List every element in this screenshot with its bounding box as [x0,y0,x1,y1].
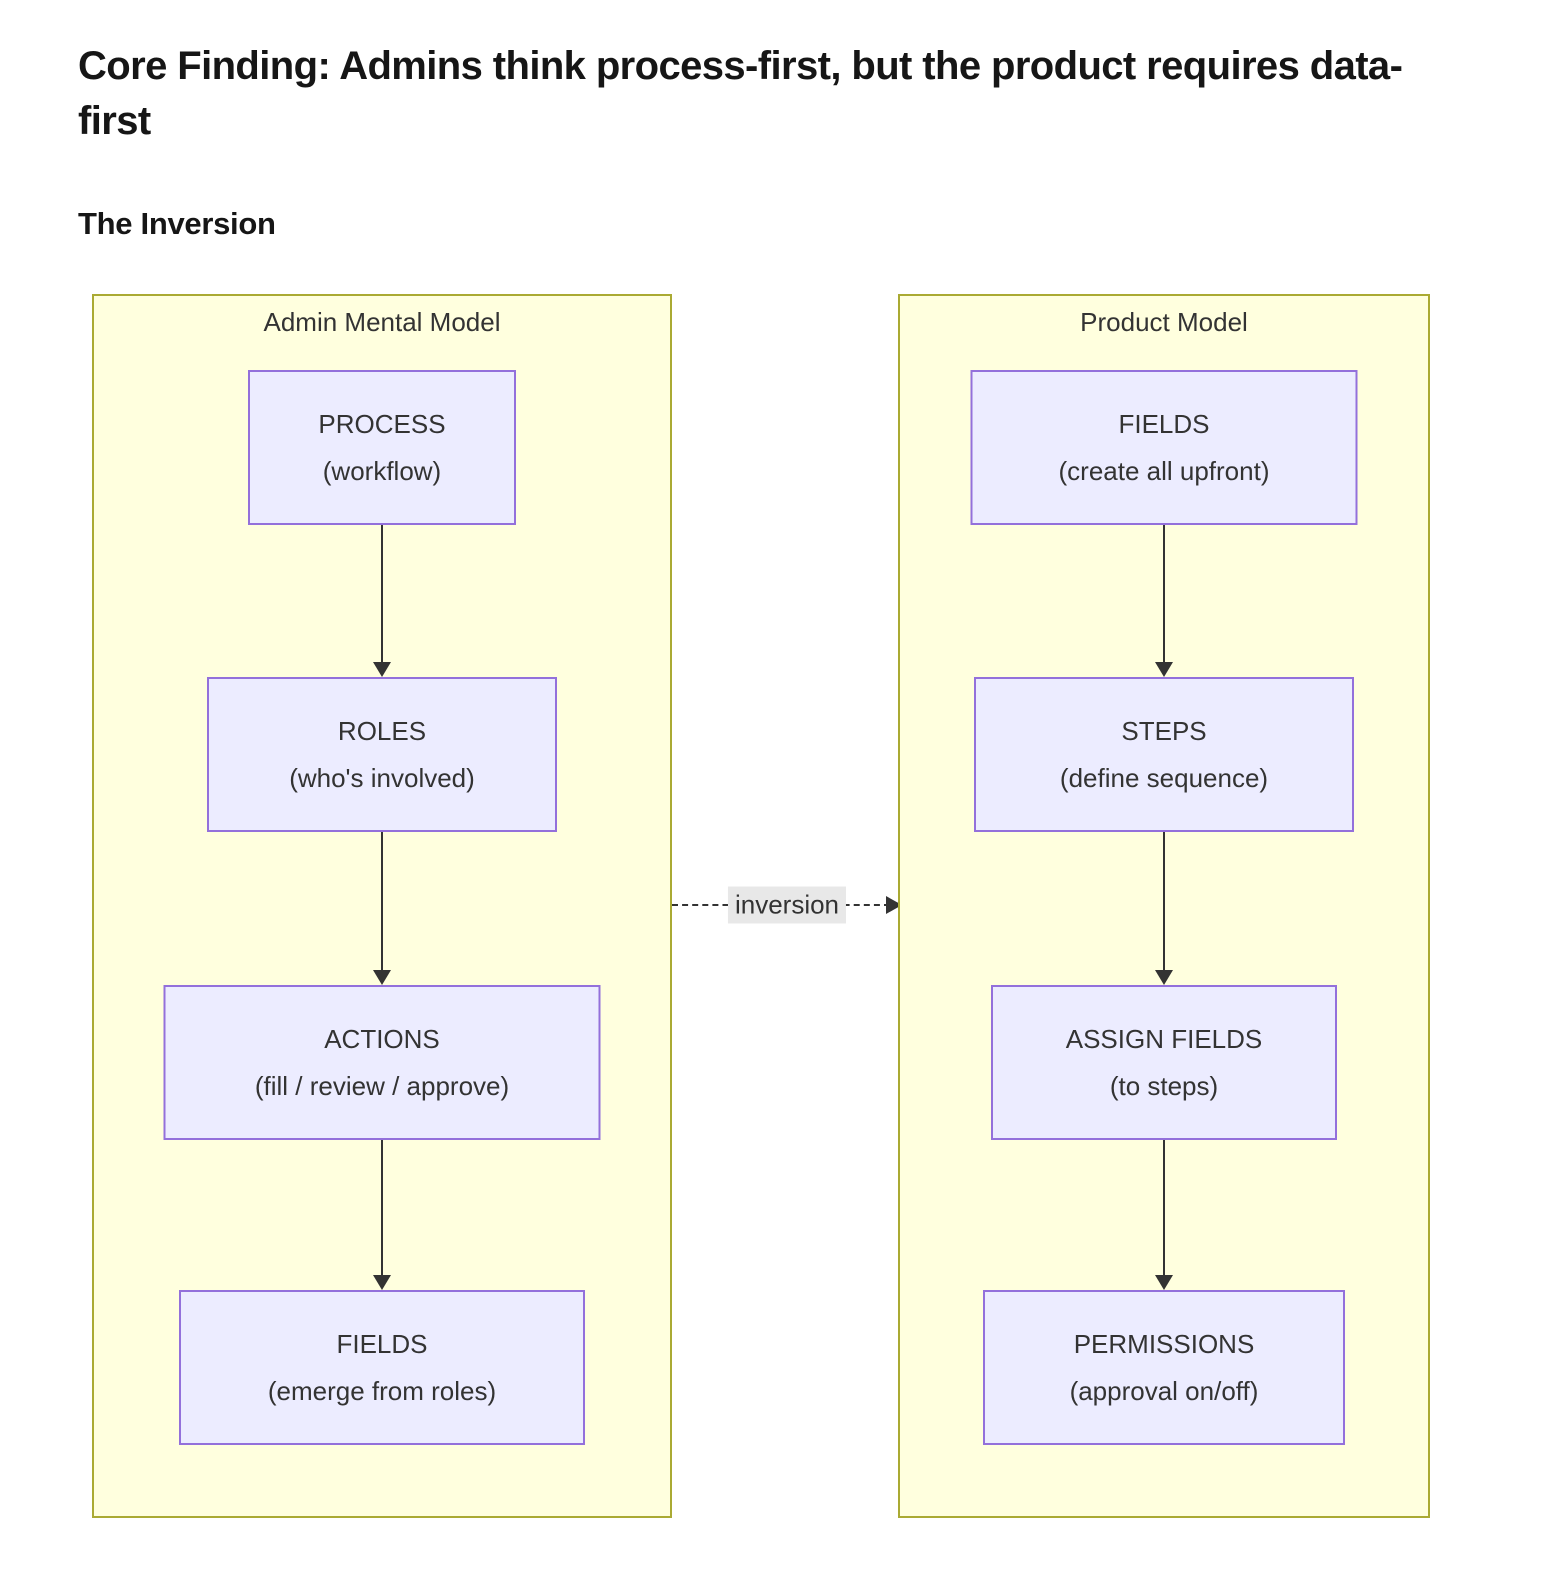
node-title: FIELDS [1118,408,1210,439]
arrow-shaft [381,832,383,974]
arrowhead-down-icon [373,1275,391,1290]
page-title: Core Finding: Admins think process-first… [78,43,1403,143]
node-title: ROLES [337,715,427,746]
arrowhead-down-icon [1155,970,1173,985]
cluster-product-model: Product Model FIELDS (create all upfront… [898,294,1430,1518]
node-actions: ACTIONS (fill / review / approve) [163,985,601,1140]
cluster-title: Product Model [1080,307,1248,337]
node-subtitle: (who's involved) [289,762,475,793]
arrow-roles-to-actions [373,832,391,985]
node-subtitle: (fill / review / approve) [254,1070,510,1101]
arrow-shaft [381,1140,383,1279]
node-title: ASSIGN FIELDS [1065,1023,1263,1054]
arrow-process-to-roles [373,525,391,677]
arrow-shaft [1163,832,1165,974]
node-permissions: PERMISSIONS (approval on/off) [983,1290,1345,1445]
node-assign-fields: ASSIGN FIELDS (to steps) [991,985,1337,1140]
arrow-shaft [1163,525,1165,666]
node-title: FIELDS [336,1328,428,1359]
node-subtitle: (define sequence) [1059,762,1269,793]
node-title: STEPS [1121,715,1207,746]
node-fields-right: FIELDS (create all upfront) [970,370,1358,525]
arrow-steps-to-assign-fields [1155,832,1173,985]
section-title: The Inversion [78,205,276,241]
cluster-admin-mental-model: Admin Mental Model PROCESS (workflow) RO… [92,294,672,1518]
arrow-shaft [381,525,383,666]
arrowhead-down-icon [373,970,391,985]
node-subtitle: (workflow) [322,455,442,486]
arrow-actions-to-fields [373,1140,391,1290]
node-subtitle: (emerge from roles) [267,1375,497,1406]
node-title: ACTIONS [324,1023,440,1054]
node-subtitle: (create all upfront) [1058,455,1270,486]
arrow-fields-to-steps [1155,525,1173,677]
arrow-assign-fields-to-permissions [1155,1140,1173,1290]
node-process: PROCESS (workflow) [248,370,516,525]
arrow-shaft [1163,1140,1165,1279]
node-fields-left: FIELDS (emerge from roles) [179,1290,585,1445]
node-title: PERMISSIONS [1073,1328,1255,1359]
node-title: PROCESS [318,408,446,439]
edge-label-inversion: inversion [727,886,847,924]
cluster-title: Admin Mental Model [263,307,501,337]
arrowhead-down-icon [1155,662,1173,677]
node-subtitle: (approval on/off) [1069,1375,1259,1406]
arrowhead-down-icon [1155,1275,1173,1290]
node-subtitle: (to steps) [1109,1070,1219,1101]
flowchart-diagram: Admin Mental Model PROCESS (workflow) RO… [0,294,1542,1524]
node-steps: STEPS (define sequence) [974,677,1354,832]
node-roles: ROLES (who's involved) [207,677,557,832]
arrowhead-down-icon [373,662,391,677]
